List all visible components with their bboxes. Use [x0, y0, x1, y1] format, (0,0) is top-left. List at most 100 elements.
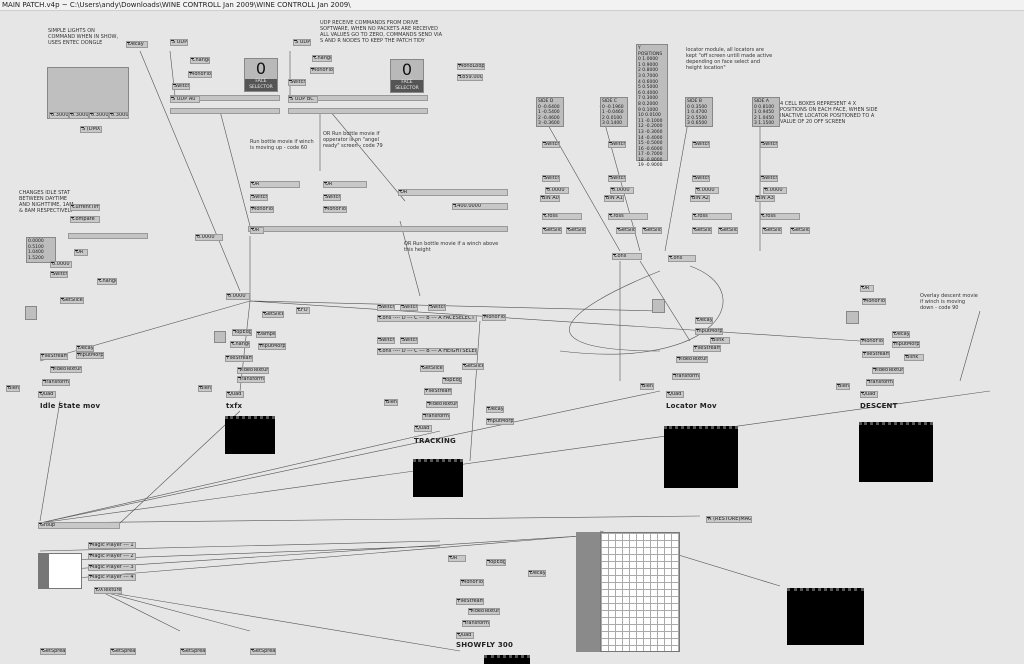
side-b-list[interactable]: SIDE B 0 0.3500 1 0.4700 2 0.5500 3 0.65… [685, 97, 713, 127]
magic-player-2[interactable]: Magic Player --- 2 [88, 553, 136, 560]
bin-a2-node[interactable]: BIN A2 [690, 195, 710, 202]
switch-side-a-2[interactable]: Switch [760, 175, 778, 182]
switch-side-b[interactable]: Switch [692, 141, 710, 148]
bin-a0-node[interactable]: BIN A0 [540, 195, 560, 202]
bin-a1-node[interactable]: BIN A1 [604, 195, 624, 202]
topedge-showfly[interactable]: TopEdge [486, 559, 506, 566]
cross-side-d[interactable]: Cross [542, 213, 582, 220]
monoflop-node-b[interactable]: MonoFlop [310, 67, 334, 74]
getspread-3[interactable]: GetSpread [180, 648, 206, 655]
decay-descent[interactable]: Decay [892, 331, 910, 338]
change-node-a[interactable]: Change [190, 57, 210, 64]
getslice-a1[interactable]: GetSlice [762, 227, 782, 234]
videotexture-showfly[interactable]: VideoTexture [468, 608, 500, 615]
or-showfly[interactable]: OR [448, 555, 466, 562]
magic-player-3[interactable]: Magic Player --- 3 [88, 564, 136, 571]
zero-side-a[interactable]: 0.0000 [763, 187, 787, 194]
winch-height-value[interactable]: 1400.0000 [452, 203, 508, 210]
idle-values-list[interactable]: 0.0000 0.5100 1.0400 1.5200 [26, 237, 56, 263]
switch-tracking-5[interactable]: Switch [400, 337, 418, 344]
txfx-toggle[interactable] [214, 331, 226, 343]
getslice-c2[interactable]: GetSlice [642, 227, 662, 234]
tracking-render-window[interactable] [413, 459, 463, 497]
magic-player-4[interactable]: Magic Player --- 4 [88, 574, 136, 581]
monoloop-node[interactable]: MonoLoop [457, 63, 485, 70]
light-value-1[interactable]: 0.3000 [69, 112, 89, 119]
monoflop-tracking[interactable]: MonoFlop [482, 314, 506, 321]
face-selector-a[interactable]: 0 FACE SELECTOR [244, 58, 278, 92]
blink-locator[interactable]: Blink [710, 337, 730, 344]
zero-txfx[interactable]: 0.0000 [226, 293, 250, 300]
filestream-node-txfx[interactable]: FileStream [225, 355, 253, 362]
decay-locator[interactable]: Decay [695, 317, 713, 324]
topedge-node-txfx[interactable]: TopEdge [232, 329, 252, 336]
blink-descent[interactable]: Blink [904, 354, 924, 361]
monoflop-showfly[interactable]: MonoFlop [460, 579, 484, 586]
blend-locator[interactable]: Blend [640, 383, 654, 390]
switch-node-1[interactable]: Switch [250, 194, 268, 201]
cons-node-locator[interactable]: Cons [612, 253, 642, 260]
descent-toggle[interactable] [846, 311, 859, 324]
cross-side-a[interactable]: Cross [760, 213, 800, 220]
getslice-d1[interactable]: GetSlice [542, 227, 562, 234]
dxtexture-node[interactable]: DXTexture [94, 587, 122, 594]
quad-locator[interactable]: Quad [666, 391, 684, 398]
change-node-idle[interactable]: Change [97, 278, 117, 285]
showfly-render-window[interactable] [484, 655, 530, 664]
locator-toggle[interactable] [652, 299, 665, 313]
transform-node-idle[interactable]: Transform [42, 379, 70, 386]
decay-showfly[interactable]: Decay [528, 570, 546, 577]
switch-side-a[interactable]: Switch [760, 141, 778, 148]
switch-tracking-3[interactable]: Switch [428, 304, 446, 311]
cross-side-b[interactable]: Cross [692, 213, 732, 220]
or-node-3[interactable]: OR [398, 189, 508, 196]
filestream-showfly[interactable]: FileStream [456, 598, 484, 605]
blend-descent[interactable]: Blend [836, 383, 850, 390]
switch-side-c[interactable]: Switch [608, 141, 626, 148]
filestream-descent[interactable]: FileStream [862, 351, 890, 358]
current-time-node[interactable]: CurrentTime [70, 204, 100, 211]
compare-node[interactable]: Compare [70, 216, 100, 223]
s-udp-node-a[interactable]: S UDP [170, 39, 188, 46]
damper-node-txfx[interactable]: Damper [256, 331, 276, 338]
zero-side-c[interactable]: 0.0000 [610, 187, 634, 194]
transform-tracking[interactable]: Transform [422, 413, 450, 420]
monoloop-value[interactable]: 1859.000 [457, 74, 483, 81]
getspread-4[interactable]: GetSpread [250, 648, 276, 655]
switch-tracking-2[interactable]: Switch [400, 304, 418, 311]
monoflop-descent-2[interactable]: MonoFlop [860, 338, 884, 345]
inputmorph-descent[interactable]: InputMorph [892, 341, 920, 348]
lfo-node[interactable]: LFO [296, 307, 310, 314]
getslice-b2[interactable]: GetSlice [718, 227, 738, 234]
quad-node-txfx[interactable]: Quad [226, 391, 244, 398]
light-value-3[interactable]: 0.3000 [109, 112, 129, 119]
switch-side-b-2[interactable]: Switch [692, 175, 710, 182]
getslice-idle[interactable]: GetSlice [60, 297, 84, 304]
face-select-cons[interactable]: Cons ---- D --- C --- B --- A FACESELECT [377, 315, 477, 322]
getspread-1[interactable]: GetSpread [40, 648, 66, 655]
patch-canvas[interactable]: SIMPLE LIGHTS ON COMMAND WHEN IN SHOW, U… [0, 11, 1024, 664]
locator-render-window[interactable] [664, 426, 738, 488]
getspread-2[interactable]: GetSpread [110, 648, 136, 655]
monoflop-node-a[interactable]: MonoFlop [188, 71, 212, 78]
monoflop-node-2[interactable]: MonoFlop [323, 206, 347, 213]
or-node-idle[interactable]: OR [74, 249, 88, 256]
or-node-main[interactable]: OR [250, 227, 264, 234]
cons-node-locator-2[interactable]: Cons [668, 255, 696, 262]
group-node[interactable]: Group [38, 522, 120, 529]
udp-a0-node[interactable]: S UDP A0 [170, 96, 200, 103]
or-node-2[interactable]: OR [323, 181, 367, 188]
transform-showfly[interactable]: Transform [462, 620, 490, 627]
blend-tracking[interactable]: Blend [384, 399, 398, 406]
inputmorph-node-idle[interactable]: InputMorph [76, 352, 104, 359]
main-render-window[interactable] [787, 588, 864, 645]
or-node-1[interactable]: OR [250, 181, 300, 188]
videotexture-tracking[interactable]: VideoTexture [426, 401, 458, 408]
side-d-list[interactable]: SIDE D 0 -0.6400 1 -0.5400 2 -0.4600 3 -… [536, 97, 564, 127]
cross-side-c[interactable]: Cross [608, 213, 648, 220]
getslice-a2[interactable]: GetSlice [790, 227, 810, 234]
txfx-render-window[interactable] [225, 416, 275, 454]
switch-side-d-2[interactable]: Switch [542, 175, 560, 182]
quad-descent[interactable]: Quad [860, 391, 878, 398]
monoflop-descent[interactable]: MonoFlop [862, 298, 886, 305]
